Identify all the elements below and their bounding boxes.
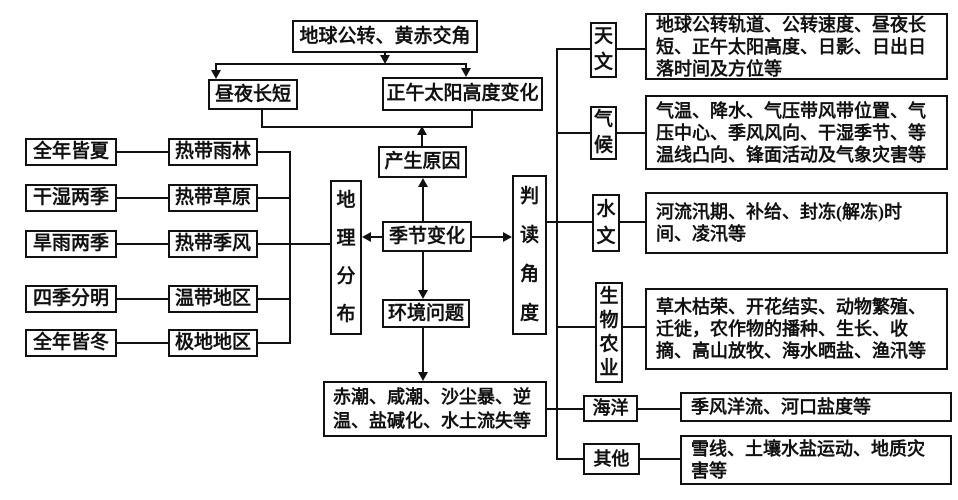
aspect-label-box: 海洋 xyxy=(583,395,638,422)
region-zone-box: 极地地区 xyxy=(168,329,258,357)
aspect-label-box: 天文 xyxy=(590,22,617,78)
aspect-label-box: 水文 xyxy=(592,194,620,252)
node-cause: 产生原因 xyxy=(378,146,467,178)
connector-line xyxy=(117,151,168,153)
connector-line xyxy=(215,63,467,65)
node-env-examples: 赤潮、咸潮、沙尘暴、逆温、盐碱化、水土流失等 xyxy=(323,381,547,437)
region-pattern-box: 四季分明 xyxy=(25,285,117,313)
connector-line xyxy=(258,197,291,199)
aspect-desc-box: 河流汛期、补给、封冻(解冻)时间、凌汛等 xyxy=(645,192,948,254)
aspect-label-box: 气候 xyxy=(590,106,617,160)
aspect-label-box: 其他 xyxy=(583,443,640,475)
node-day-night-length: 昼夜长短 xyxy=(208,79,298,110)
aspect-label-box: 生物农业 xyxy=(595,282,623,383)
arrow-down-icon xyxy=(461,68,471,77)
connector-line xyxy=(556,326,595,328)
connector-line xyxy=(465,63,467,69)
connector-line xyxy=(638,408,680,410)
aspect-desc-box: 气温、降水、气压带风带位置、气压中心、季风风向、干湿季节、等温线凸向、锋面活动及… xyxy=(645,95,948,170)
node-reading-angle: 判读角度 xyxy=(512,175,547,335)
connector-line xyxy=(617,132,645,134)
aspect-desc-box: 草木枯荣、开花结实、动物繁殖、迁徙，农作物的播种、生长、收摘、高山放牧、海水晒盐… xyxy=(645,288,948,370)
arrow-left-icon xyxy=(362,232,371,242)
connector-line xyxy=(261,126,473,128)
connector-line xyxy=(471,111,473,128)
region-zone-box: 温带地区 xyxy=(168,285,258,313)
aspect-desc-box: 季风洋流、河口盐度等 xyxy=(680,392,952,422)
arrow-down-icon xyxy=(418,290,428,299)
connector-line xyxy=(556,458,583,460)
node-root-cause: 地球公转、黄赤交角 xyxy=(292,20,478,53)
connector-line xyxy=(556,48,590,50)
connector-line xyxy=(422,328,424,373)
aspect-desc-box: 地球公转轨道、公转速度、昼夜长短、正午太阳高度、日影、日出日落时间及方位等 xyxy=(645,13,948,80)
connector-line xyxy=(556,132,590,134)
node-geo-distribution: 地理分布 xyxy=(330,180,362,335)
arrow-right-icon xyxy=(503,232,512,242)
connector-line xyxy=(117,197,168,199)
connector-line xyxy=(261,110,263,128)
connector-line xyxy=(117,243,168,245)
connector-line xyxy=(258,243,330,245)
aspect-desc-box: 雪线、土壤水盐运动、地质灾害等 xyxy=(680,435,952,485)
connector-line xyxy=(472,236,503,238)
region-zone-box: 热带季风 xyxy=(168,230,258,258)
region-pattern-box: 干湿两季 xyxy=(25,184,117,212)
arrow-up-icon xyxy=(417,126,427,135)
node-env-problem: 环境问题 xyxy=(382,299,470,328)
node-noon-sun-altitude: 正午太阳高度变化 xyxy=(382,77,543,111)
connector-line xyxy=(289,151,291,344)
connector-line xyxy=(422,252,424,291)
connector-line xyxy=(422,187,424,221)
region-pattern-box: 全年皆冬 xyxy=(25,329,117,357)
connector-line xyxy=(258,298,291,300)
connector-line xyxy=(556,48,558,460)
connector-line xyxy=(421,134,423,146)
connector-line xyxy=(617,48,645,50)
connector-line xyxy=(371,236,382,238)
arrow-down-icon xyxy=(418,372,428,381)
node-season-change: 季节变化 xyxy=(382,221,472,252)
region-pattern-box: 全年皆夏 xyxy=(25,138,117,166)
region-zone-box: 热带雨林 xyxy=(168,138,258,166)
arrow-down-icon xyxy=(380,55,390,64)
connector-line xyxy=(623,326,645,328)
connector-line xyxy=(117,298,168,300)
connector-line xyxy=(547,221,592,223)
connector-line xyxy=(117,342,168,344)
connector-line xyxy=(640,458,680,460)
region-zone-box: 热带草原 xyxy=(168,184,258,212)
connector-line xyxy=(258,342,291,344)
arrow-down-icon xyxy=(211,70,221,79)
connector-line xyxy=(547,408,583,410)
region-pattern-box: 旱雨两季 xyxy=(25,230,117,258)
connector-line xyxy=(215,63,217,71)
arrow-up-icon xyxy=(418,178,428,187)
connector-line xyxy=(620,221,645,223)
connector-line xyxy=(258,151,291,153)
